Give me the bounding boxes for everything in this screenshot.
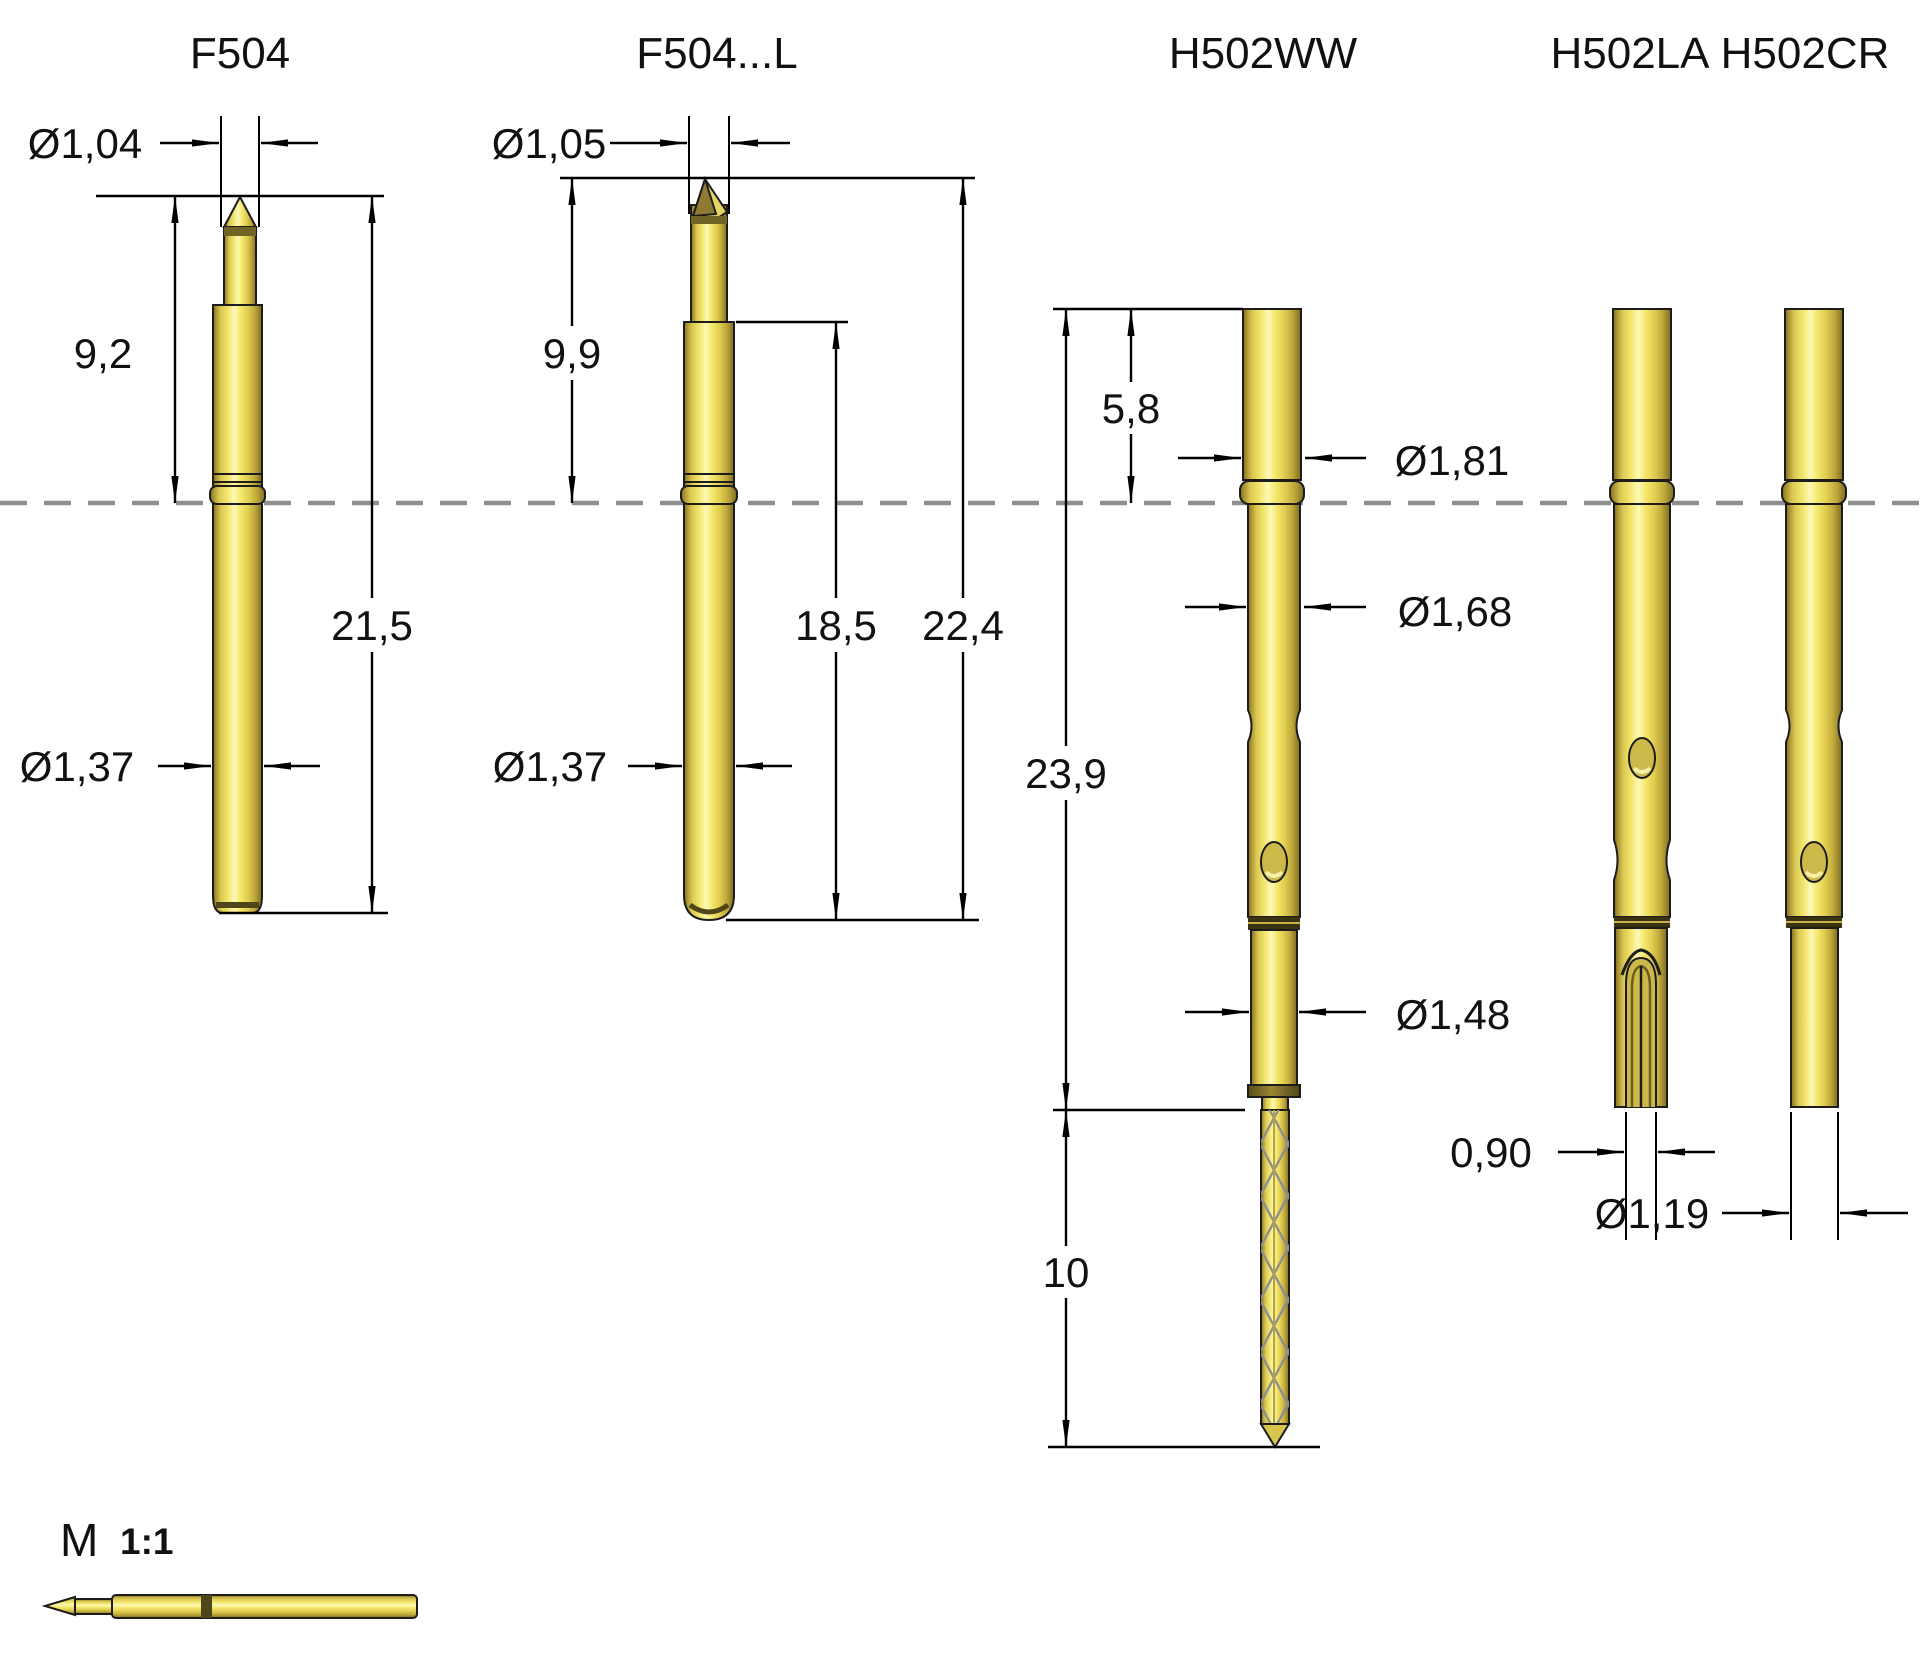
dim-h502la-slot-width: 0,90 xyxy=(1450,1129,1532,1176)
h502ww-tail-cap xyxy=(1247,1084,1301,1098)
f504l-tip-band xyxy=(691,216,727,224)
probe-h502la: H502LA 0,90 xyxy=(1450,29,1715,1240)
h502cr-dimensions: Ø1,19 xyxy=(1595,1112,1908,1240)
dim-f504-total-length: 21,5 xyxy=(331,602,413,649)
h502ww-dimensions: 5,8 Ø1,81 Ø1,68 23,9 Ø1,48 10 xyxy=(1010,307,1512,1449)
f504-tip-band xyxy=(224,227,256,236)
h502cr-head-tube xyxy=(1784,308,1844,481)
probe-h502cr-body xyxy=(1781,308,1847,1108)
dim-h502cr-tail-diameter: Ø1,19 xyxy=(1595,1190,1709,1237)
h502ww-tail-neck xyxy=(1261,1096,1289,1111)
f504-dimensions: Ø1,04 9,2 21,5 Ø1,37 xyxy=(20,116,416,915)
probe-h502la-body xyxy=(1609,308,1675,1108)
dim-f504l-barrel-diameter: Ø1,37 xyxy=(493,743,607,790)
h502ww-hole-highlight xyxy=(1264,870,1284,878)
f504l-crimp-bulge xyxy=(680,485,738,505)
probe-h502ww: H502WW 5,8 Ø1,81 Ø1,68 xyxy=(1010,29,1512,1449)
dim-f504l-tip-diameter: Ø1,05 xyxy=(492,120,606,167)
probe-h502cr: H502CR Ø1,19 xyxy=(1595,29,1908,1240)
probe-f504l: F504...L Ø1,05 9,9 18,5 xyxy=(492,29,1011,922)
dim-h502ww-body-diameter: Ø1,68 xyxy=(1398,588,1512,635)
f504l-dimensions: Ø1,05 9,9 18,5 22,4 Ø1,37 xyxy=(492,116,1011,922)
h502ww-head-tube xyxy=(1242,308,1302,481)
probe-title-f504: F504 xyxy=(190,29,290,78)
scale-marker-ratio: 1:1 xyxy=(120,1521,173,1562)
h502ww-wirewrap-twist-pattern xyxy=(1261,1110,1289,1424)
h502ww-collar-bulge xyxy=(1239,480,1305,505)
m11-plunger xyxy=(74,1598,113,1615)
m11-barrel xyxy=(111,1594,418,1619)
h502la-slot-arch xyxy=(1620,948,1662,976)
dim-h502ww-head-projection: 5,8 xyxy=(1102,385,1160,432)
actual-size-probe xyxy=(41,1594,418,1619)
f504l-plunger xyxy=(690,204,728,323)
scale-one-to-one-view: M 1:1 xyxy=(41,1514,418,1619)
probe-f504: F504 Ø1,04 9,2 21,5 xyxy=(20,29,416,915)
h502la-hole-highlight xyxy=(1632,766,1652,774)
probe-title-h502cr: H502CR xyxy=(1721,29,1890,78)
h502cr-crimp-tail-tube xyxy=(1790,927,1839,1108)
f504-barrel xyxy=(212,304,263,914)
probe-h502ww-body xyxy=(1239,308,1305,1449)
scale-marker-m: M xyxy=(60,1514,98,1566)
h502ww-tail-point xyxy=(1259,1423,1291,1449)
dim-f504-tip-diameter: Ø1,04 xyxy=(28,120,142,167)
dim-f504l-barrel-length: 18,5 xyxy=(795,602,877,649)
probe-f504l-body xyxy=(680,175,738,922)
probe-f504-body xyxy=(209,194,266,914)
dim-h502ww-tail-length: 10 xyxy=(1043,1249,1090,1296)
f504-plunger xyxy=(223,226,257,306)
probe-title-h502la: H502LA xyxy=(1550,29,1710,78)
h502la-body-tube xyxy=(1613,503,1671,918)
dim-f504-tip-projection: 9,2 xyxy=(74,330,132,377)
f504l-chisel-facet xyxy=(691,175,718,218)
f504l-round-tip-shade xyxy=(688,902,730,915)
h502cr-collar-bulge xyxy=(1781,480,1847,505)
h502la-slot-inner-lines xyxy=(1630,964,1652,1107)
m11-crimp-ring xyxy=(201,1595,212,1618)
h502ww-lower-tube xyxy=(1250,929,1298,1086)
probe-title-h502ww: H502WW xyxy=(1169,29,1358,78)
dim-h502ww-lower-diameter: Ø1,48 xyxy=(1396,991,1510,1038)
h502cr-hole-highlight xyxy=(1804,870,1824,878)
f504-crimp-bulge xyxy=(209,485,266,505)
h502la-head-tube xyxy=(1612,308,1672,481)
dim-f504l-tip-projection: 9,9 xyxy=(543,330,601,377)
dim-h502ww-head-diameter: Ø1,81 xyxy=(1395,437,1509,484)
dim-f504-barrel-diameter: Ø1,37 xyxy=(20,743,134,790)
f504l-barrel xyxy=(683,321,735,922)
h502la-collar-bulge xyxy=(1609,480,1675,505)
h502la-dimensions: 0,90 xyxy=(1450,1112,1715,1240)
dim-f504l-total-length: 22,4 xyxy=(922,602,1004,649)
dim-h502ww-body-length: 23,9 xyxy=(1025,750,1107,797)
probe-title-f504l: F504...L xyxy=(636,29,797,78)
